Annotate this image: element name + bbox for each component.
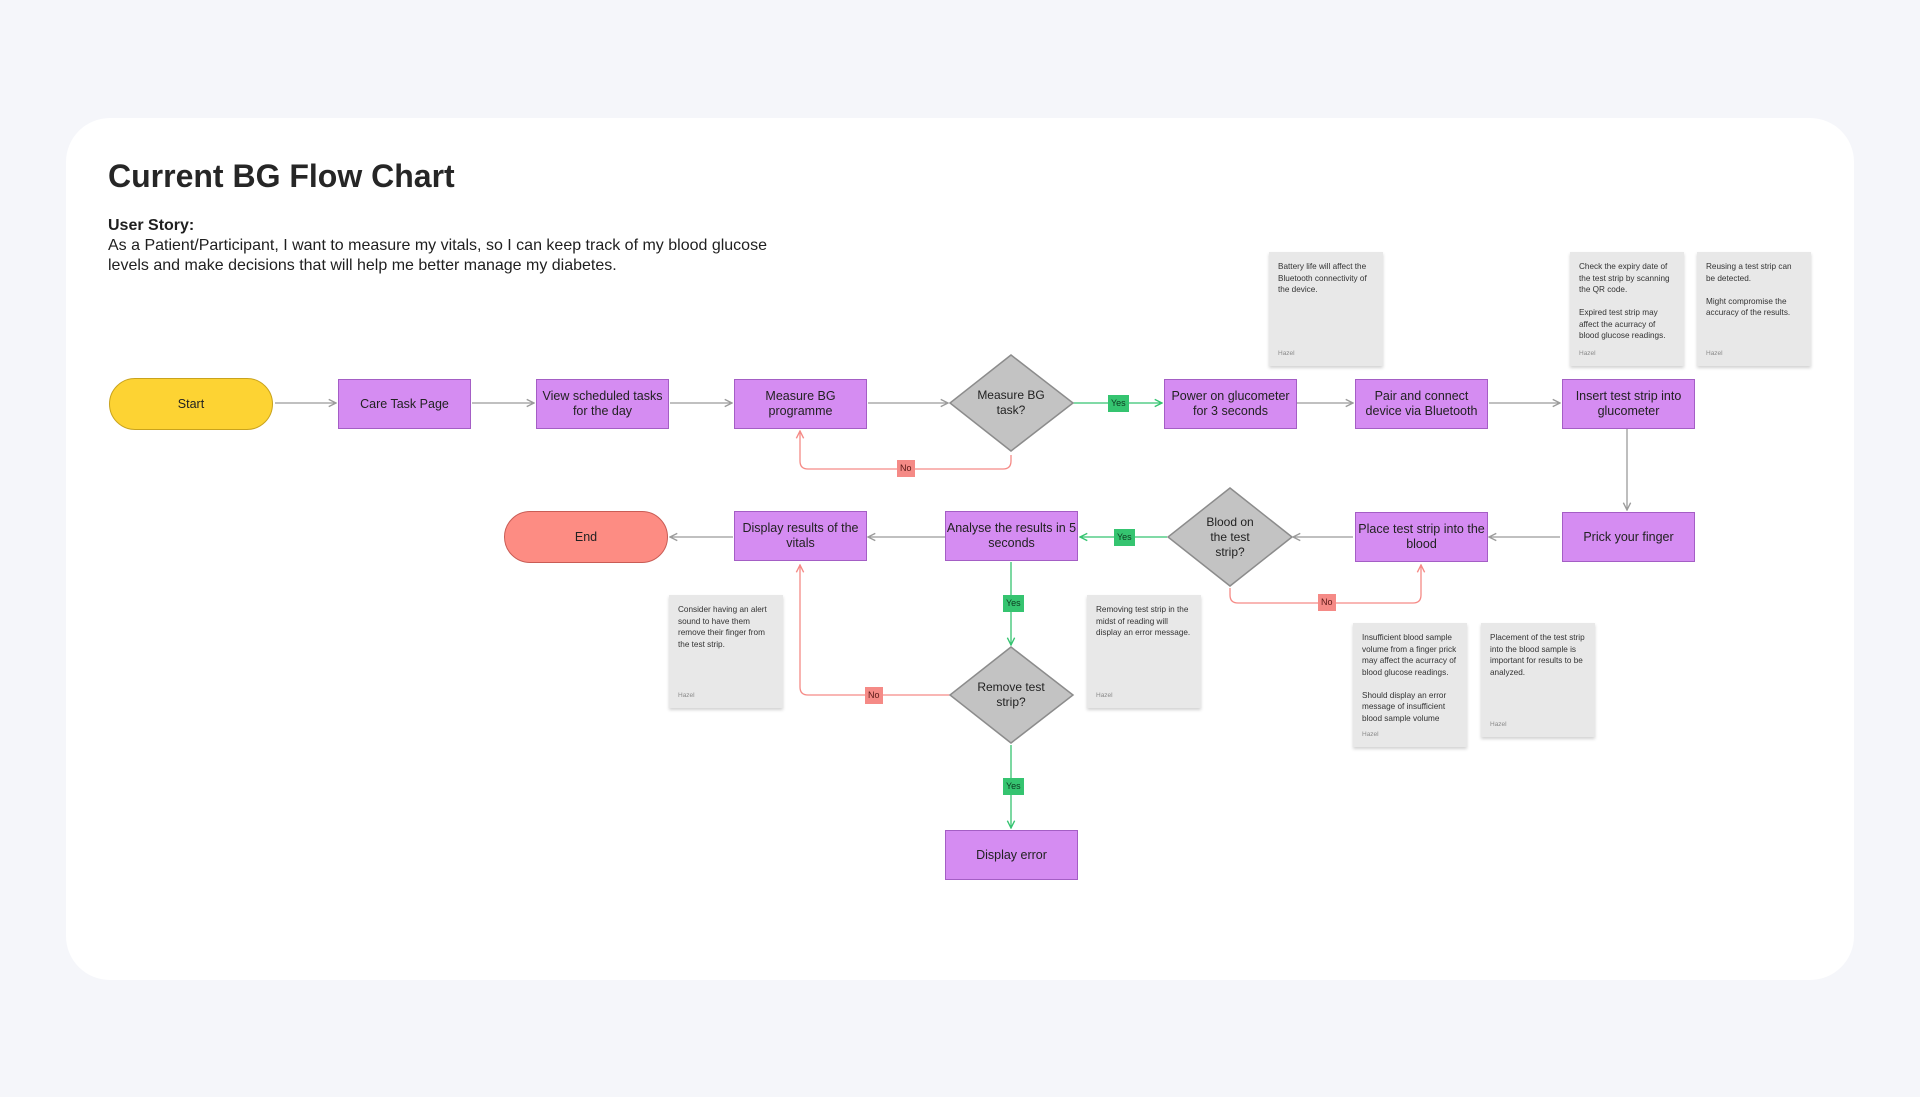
decision-remove-strip: Remove test strip? [977,680,1045,709]
decision-remove-strip-shape [948,646,1075,744]
sticky-note-text: Consider having an alert sound to have t… [678,605,767,649]
sticky-note-insufficient: Insufficient blood sample volume from a … [1353,623,1467,747]
sticky-note-author: Hazel [1706,349,1723,357]
node-analyse-results: Analyse the results in 5 seconds [945,511,1078,561]
sticky-note-author: Hazel [678,691,695,699]
no-tag-remove-strip: No [865,687,883,704]
sticky-note-text: Insufficient blood sample volume from a … [1362,633,1457,723]
sticky-note-author: Hazel [1278,349,1295,357]
sticky-note-alert: Consider having an alert sound to have t… [669,595,783,708]
node-display-error: Display error [945,830,1078,880]
sticky-note-author: Hazel [1579,349,1596,357]
node-display-results: Display results of the vitals [734,511,867,561]
page-title: Current BG Flow Chart [108,158,455,194]
no-tag-measure-task: No [897,460,915,477]
sticky-note-text: Reusing a test strip can be detected. Mi… [1706,262,1792,317]
decision-measure-task: Measure BG task? [977,388,1045,417]
sticky-note-text: Removing test strip in the midst of read… [1096,605,1191,637]
node-prick-finger: Prick your finger [1562,512,1695,562]
sticky-note-author: Hazel [1490,720,1507,728]
yes-tag-blood-on-strip: Yes [1114,529,1135,546]
decision-blood-on-strip: Blood on the test strip? [1206,514,1254,559]
sticky-note-text: Battery life will affect the Bluetooth c… [1278,262,1367,294]
end-node: End [504,511,668,563]
sticky-note-author: Hazel [1362,730,1379,738]
sticky-note-battery: Battery life will affect the Bluetooth c… [1269,252,1383,366]
yes-tag-remove-strip: Yes [1003,778,1024,795]
sticky-note-reuse: Reusing a test strip can be detected. Mi… [1697,252,1811,366]
node-place-test-strip: Place test strip into the blood [1355,512,1488,562]
node-care-task-page: Care Task Page [338,379,471,429]
decision-blood-on-strip-shape [1166,487,1294,587]
no-arrow-remove-strip [800,565,950,696]
user-story-line-2: levels and make decisions that will help… [108,257,617,274]
yes-tag-analyse: Yes [1003,595,1024,612]
sticky-note-expiry: Check the expiry date of the test strip … [1570,252,1684,366]
node-power-on-glucometer: Power on glucometer for 3 seconds [1164,379,1297,429]
user-story-heading: User Story: [108,217,195,234]
node-pair-device: Pair and connect device via Bluetooth [1355,379,1488,429]
user-story-text: As a Patient/Participant, I want to meas… [108,236,788,276]
sticky-note-removing: Removing test strip in the midst of read… [1087,595,1201,708]
node-insert-test-strip: Insert test strip into glucometer [1562,379,1695,429]
sticky-note-text: Check the expiry date of the test strip … [1579,262,1670,340]
no-tag-blood-on-strip: No [1318,594,1336,611]
sticky-note-placement: Placement of the test strip into the blo… [1481,623,1595,737]
yes-tag-measure-task: Yes [1108,395,1129,412]
node-view-scheduled-tasks: View scheduled tasks for the day [536,379,669,429]
sticky-note-text: Placement of the test strip into the blo… [1490,633,1585,677]
sticky-note-author: Hazel [1096,691,1113,699]
start-node: Start [109,378,273,430]
decision-measure-task-shape [948,354,1075,452]
user-story-line-1: As a Patient/Participant, I want to meas… [108,237,767,254]
node-measure-bg-programme: Measure BG programme [734,379,867,429]
